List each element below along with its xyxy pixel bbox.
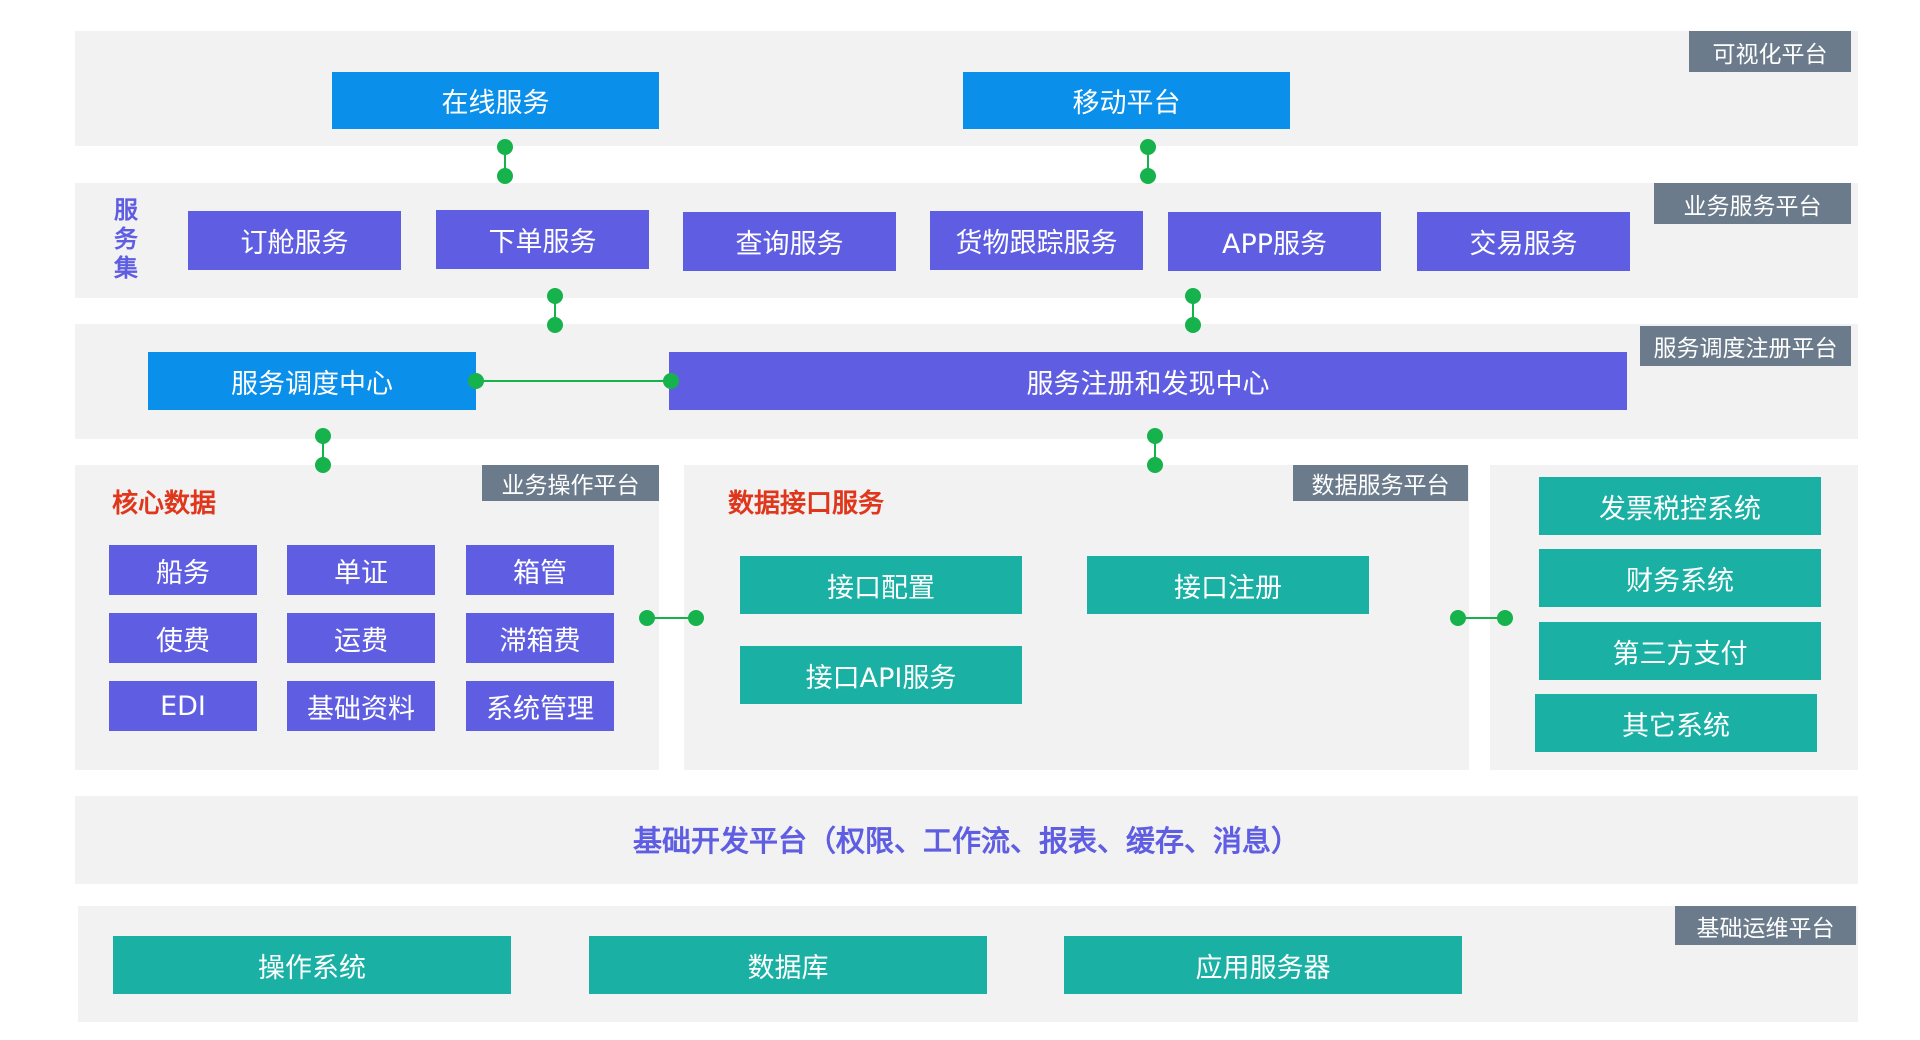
connector-dispatch-to-core-data <box>315 428 331 473</box>
invoice-tax-system-box[interactable]: 发票税控系统 <box>1539 477 1821 535</box>
data-service-band <box>684 465 1469 770</box>
registry-platform-tag: 服务调度注册平台 <box>1640 326 1851 366</box>
finance-system-box[interactable]: 财务系统 <box>1539 549 1821 607</box>
connector-services-to-registry <box>1185 288 1201 333</box>
interface-config-box[interactable]: 接口配置 <box>740 556 1022 614</box>
mobile-platform-box[interactable]: 移动平台 <box>963 72 1290 129</box>
core-data-item-edi[interactable]: EDI <box>109 681 257 731</box>
core-data-item-port-fees[interactable]: 使费 <box>109 613 257 663</box>
core-data-item-basic-data[interactable]: 基础资料 <box>287 681 435 731</box>
connector-online-to-services <box>497 139 513 184</box>
connector-registry-to-data-service <box>1147 428 1163 473</box>
foundation-platform-title: 基础开发平台（权限、工作流、报表、缓存、消息） <box>632 824 1300 858</box>
database-box[interactable]: 数据库 <box>589 936 987 994</box>
core-data-item-system-management[interactable]: 系统管理 <box>466 681 614 731</box>
core-data-heading: 核心数据 <box>112 489 217 519</box>
business-service-tag: 业务服务平台 <box>1654 183 1851 224</box>
data-service-tag: 数据服务平台 <box>1293 465 1468 501</box>
third-party-payment-box[interactable]: 第三方支付 <box>1539 622 1821 680</box>
connector-mobile-to-services <box>1140 139 1156 184</box>
app-server-box[interactable]: 应用服务器 <box>1064 936 1462 994</box>
query-service-box[interactable]: 查询服务 <box>683 212 896 271</box>
order-service-box[interactable]: 下单服务 <box>436 210 649 269</box>
foundation-platform-band <box>75 796 1858 884</box>
interface-registration-box[interactable]: 接口注册 <box>1087 556 1369 614</box>
other-systems-box[interactable]: 其它系统 <box>1535 694 1817 752</box>
ops-platform-tag: 基础运维平台 <box>1675 906 1856 945</box>
os-box[interactable]: 操作系统 <box>113 936 511 994</box>
core-data-item-documents[interactable]: 单证 <box>287 545 435 595</box>
service-set-label: 服务集 <box>114 196 138 282</box>
cargo-tracking-service-box[interactable]: 货物跟踪服务 <box>930 211 1143 270</box>
connector-core-data-to-data-service <box>639 610 704 626</box>
visual-platform-tag: 可视化平台 <box>1689 31 1851 72</box>
booking-service-box[interactable]: 订舱服务 <box>188 211 401 270</box>
core-data-item-demurrage[interactable]: 滞箱费 <box>466 613 614 663</box>
online-service-box[interactable]: 在线服务 <box>332 72 659 129</box>
core-data-item-freight[interactable]: 运费 <box>287 613 435 663</box>
core-data-item-container[interactable]: 箱管 <box>466 545 614 595</box>
trade-service-box[interactable]: 交易服务 <box>1417 212 1630 271</box>
service-dispatch-center-box[interactable]: 服务调度中心 <box>148 352 476 410</box>
core-data-item-shipping[interactable]: 船务 <box>109 545 257 595</box>
service-registry-center-box[interactable]: 服务注册和发现中心 <box>669 352 1627 410</box>
data-interface-service-heading: 数据接口服务 <box>728 489 885 519</box>
connector-dispatch-to-registry <box>468 373 679 389</box>
connector-data-service-to-external <box>1450 610 1513 626</box>
connector-services-to-dispatch <box>547 288 563 333</box>
interface-api-service-box[interactable]: 接口API服务 <box>740 646 1022 704</box>
app-service-box[interactable]: APP服务 <box>1168 212 1381 271</box>
business-operation-tag: 业务操作平台 <box>482 465 659 501</box>
